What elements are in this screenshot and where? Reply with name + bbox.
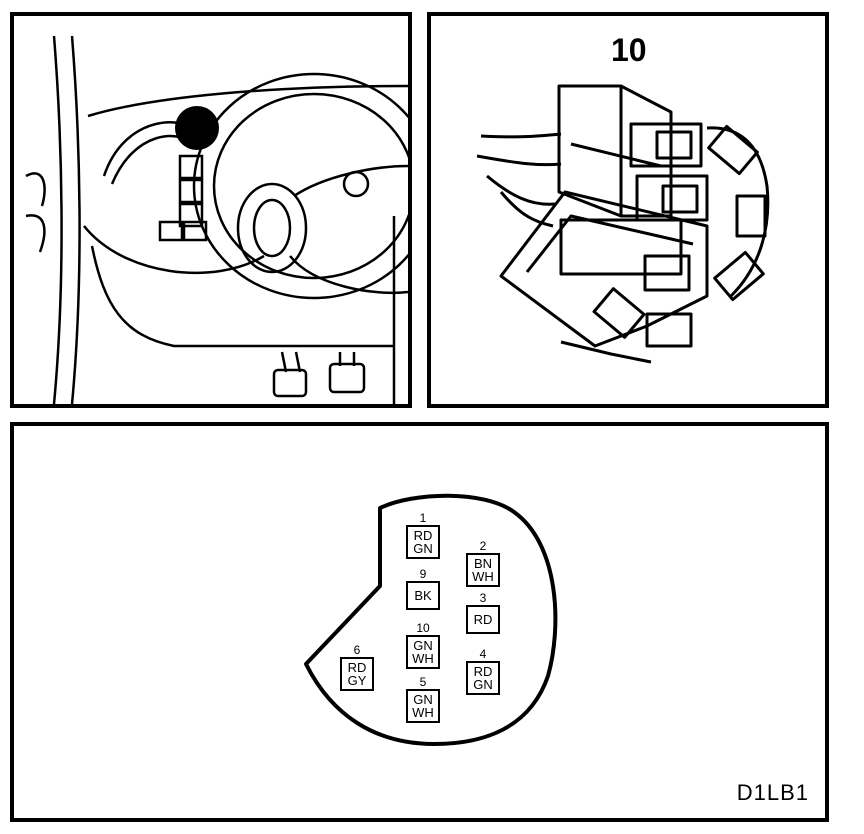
pin-number: 6	[353, 643, 361, 657]
dashboard-illustration	[25, 35, 408, 404]
pin-wire-colors: BK	[406, 581, 440, 610]
pin-number: 9	[419, 567, 427, 581]
pin-wire-colors: RD GN	[466, 661, 500, 695]
pin-wire-colors: RD GY	[340, 657, 374, 691]
wire-color: RD	[473, 664, 493, 679]
pin-2: 2 BN WH	[466, 540, 500, 587]
pin-wire-colors: RD GN	[406, 525, 440, 559]
pin-number: 5	[419, 675, 427, 689]
wire-color: RD	[347, 660, 367, 675]
pin-1: 1 RD GN	[406, 512, 440, 559]
pin-number: 10	[416, 621, 430, 635]
pin-wire-colors: GN WH	[406, 689, 440, 723]
wire-color: GN	[413, 692, 433, 707]
wire-color: GY	[347, 673, 367, 688]
pin-3: 3 RD	[466, 592, 500, 634]
connector-location-marker	[175, 106, 219, 150]
pin-number: 3	[479, 591, 487, 605]
wire-color: BK	[414, 588, 432, 603]
wire-color: GN	[413, 541, 433, 556]
connector-illustration	[476, 84, 770, 364]
wire-color: WH	[412, 705, 434, 720]
pin-9: 9 BK	[406, 568, 440, 610]
connector-illustration-panel: 10	[427, 12, 829, 408]
diagram-reference-code: D1LB1	[736, 780, 809, 805]
pin-10: 10 GN WH	[406, 622, 440, 669]
pin-number: 4	[479, 647, 487, 661]
dashboard-location-panel	[10, 12, 412, 408]
wire-color: WH	[472, 569, 494, 584]
wire-color: BN	[473, 556, 493, 571]
wire-color: RD	[413, 528, 433, 543]
pin-wire-colors: GN WH	[406, 635, 440, 669]
pin-number: 1	[419, 511, 427, 525]
pin-6: 6 RD GY	[340, 644, 374, 691]
pin-wire-colors: RD	[466, 605, 500, 634]
wire-color: GN	[413, 638, 433, 653]
wire-color: RD	[473, 612, 493, 627]
pin-wire-colors: BN WH	[466, 553, 500, 587]
wire-color: WH	[412, 651, 434, 666]
connector-number: 10	[611, 32, 647, 68]
pin-number: 2	[479, 539, 487, 553]
pinout-panel: 1 RD GN 2 BN WH 9 BK 3 RD 10 GN WH 6	[10, 422, 829, 822]
pin-5: 5 GN WH	[406, 676, 440, 723]
wire-color: GN	[473, 677, 493, 692]
pin-4: 4 RD GN	[466, 648, 500, 695]
